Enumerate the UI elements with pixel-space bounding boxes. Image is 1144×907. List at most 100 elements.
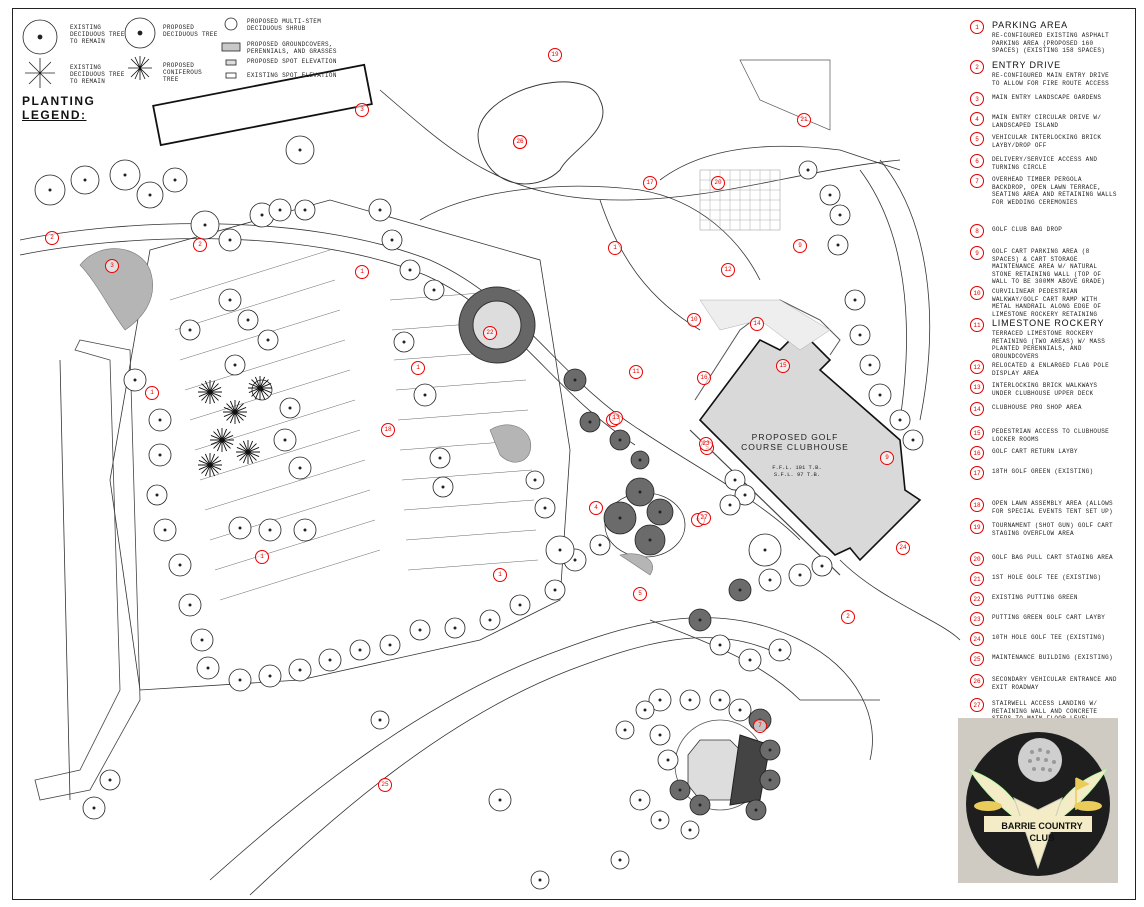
tree-trunk bbox=[268, 528, 272, 532]
note-description: INTERLOCKING BRICK WALKWAYS UNDER CLUBHO… bbox=[992, 382, 1098, 397]
tree-trunk bbox=[623, 728, 627, 732]
tree-trunk bbox=[158, 418, 162, 422]
tree-trunk bbox=[648, 538, 652, 542]
clubhouse-sfl: S.F.L. 97 T.B. bbox=[773, 471, 821, 478]
legend-title-line1: PLANTING bbox=[22, 94, 96, 108]
plan-callout: 3 bbox=[355, 103, 369, 117]
plan-callout: 25 bbox=[378, 778, 392, 792]
tree-trunk bbox=[573, 378, 577, 382]
flag-pole-display bbox=[458, 286, 536, 364]
spot-elevation-icon bbox=[225, 59, 237, 66]
note-description: CURVILINEAR PEDESTRIAN WALKWAY/GOLF CART… bbox=[992, 288, 1102, 318]
tree-trunk bbox=[618, 516, 622, 520]
conifer-tree bbox=[236, 440, 260, 464]
tree-trunk bbox=[441, 485, 445, 489]
tree-trunk bbox=[778, 648, 782, 652]
tree-trunk bbox=[553, 588, 557, 592]
plan-callout: 1 bbox=[355, 265, 369, 279]
note-description: GOLF CART PARKING AREA (8 SPACES) & CART… bbox=[992, 248, 1106, 285]
wedding-terrace bbox=[674, 719, 771, 811]
legend-label-spot-elevation: PROPOSED SPOT ELEVATION bbox=[247, 58, 337, 65]
clubhouse-building bbox=[689, 299, 922, 576]
plan-callout: 1 bbox=[255, 550, 269, 564]
tree-trunk bbox=[836, 243, 840, 247]
tree-trunk bbox=[618, 858, 622, 862]
plan-callout: 3 bbox=[105, 259, 119, 273]
tree-trunk bbox=[643, 708, 647, 712]
tree-trunk bbox=[666, 758, 670, 762]
note-number: 22 bbox=[970, 592, 984, 606]
clubhouse-label: PROPOSED GOLF COURSE CLUBHOUSE bbox=[741, 432, 849, 452]
legend-symbols bbox=[22, 17, 241, 88]
tree-trunk bbox=[388, 643, 392, 647]
plan-callout: 11 bbox=[629, 365, 643, 379]
tree-trunk bbox=[688, 828, 692, 832]
tree-trunk bbox=[48, 188, 52, 192]
tree-trunk bbox=[148, 193, 152, 197]
tree-trunk bbox=[768, 578, 772, 582]
note-number: 16 bbox=[970, 446, 984, 460]
note-title: LIMESTONE ROCKERY bbox=[992, 318, 1105, 328]
note-number: 1 bbox=[970, 20, 984, 34]
tree-trunk bbox=[828, 193, 832, 197]
tree-trunk bbox=[638, 458, 642, 462]
note-number: 9 bbox=[970, 246, 984, 260]
tree-trunk bbox=[638, 490, 642, 494]
tree-trunk bbox=[754, 808, 758, 812]
trees-layer bbox=[34, 135, 924, 890]
tree-trunk bbox=[488, 618, 492, 622]
tree-trunk bbox=[298, 148, 302, 152]
pavers-area bbox=[699, 169, 831, 351]
tree-trunk bbox=[278, 208, 282, 212]
note-description: MAIN ENTRY CIRCULAR DRIVE W/ LANDSCAPED … bbox=[992, 114, 1102, 129]
tree-trunk bbox=[763, 548, 767, 552]
clubhouse-elevations: F.F.L. 101 T.B. S.F.L. 97 T.B. bbox=[752, 464, 842, 478]
tree-trunk bbox=[453, 626, 457, 630]
plan-callout: 9 bbox=[880, 451, 894, 465]
clubhouse-ffl: F.F.L. 101 T.B. bbox=[772, 464, 822, 471]
conifer-tree bbox=[210, 428, 234, 452]
note-number: 5 bbox=[970, 132, 984, 146]
tree-trunk bbox=[303, 528, 307, 532]
tree-trunk bbox=[698, 618, 702, 622]
tree-trunk bbox=[238, 678, 242, 682]
plan-callout: 5 bbox=[633, 587, 647, 601]
tree-trunk bbox=[83, 178, 87, 182]
conifer-tree bbox=[223, 400, 247, 424]
tree-trunk bbox=[498, 798, 502, 802]
tree-trunk bbox=[678, 788, 682, 792]
tree-trunk bbox=[743, 493, 747, 497]
note-title: PARKING AREA bbox=[992, 20, 1068, 30]
tree-trunk bbox=[898, 418, 902, 422]
plan-callout: 1 bbox=[493, 568, 507, 582]
tree-trunk bbox=[878, 393, 882, 397]
plan-callout: 23 bbox=[699, 437, 713, 451]
tree-trunk bbox=[390, 238, 394, 242]
tree-trunk bbox=[718, 698, 722, 702]
note-description: 18TH GOLF GREEN (EXISTING) bbox=[992, 468, 1094, 475]
tree-trunk bbox=[798, 573, 802, 577]
tree-trunk bbox=[173, 178, 177, 182]
note-number: 12 bbox=[970, 360, 984, 374]
tree-trunk bbox=[748, 658, 752, 662]
tree-trunk bbox=[768, 748, 772, 752]
tree-trunk bbox=[158, 453, 162, 457]
note-description: GOLF BAG PULL CART STAGING AREA bbox=[992, 554, 1113, 561]
tree-trunk bbox=[228, 298, 232, 302]
tree-trunk bbox=[246, 318, 250, 322]
putting-green bbox=[477, 81, 604, 185]
plan-callout: 18 bbox=[381, 423, 395, 437]
note-description: CLUBHOUSE PRO SHOP AREA bbox=[992, 404, 1082, 411]
parking-lot-outline bbox=[109, 199, 571, 691]
tree-trunk bbox=[688, 698, 692, 702]
tree-trunk bbox=[92, 806, 96, 810]
note-number: 18 bbox=[970, 498, 984, 512]
tree-trunk bbox=[108, 778, 112, 782]
proposed-coniferous-tree-icon bbox=[128, 56, 152, 80]
tree-trunk bbox=[738, 708, 742, 712]
tree-trunk bbox=[203, 223, 207, 227]
legend-label-existing-tree: EXISTING DECIDUOUS TREE TO REMAIN bbox=[70, 24, 125, 45]
legend-label-proposed-deciduous: PROPOSED DECIDUOUS TREE bbox=[163, 24, 218, 38]
tree-trunk bbox=[402, 340, 406, 344]
